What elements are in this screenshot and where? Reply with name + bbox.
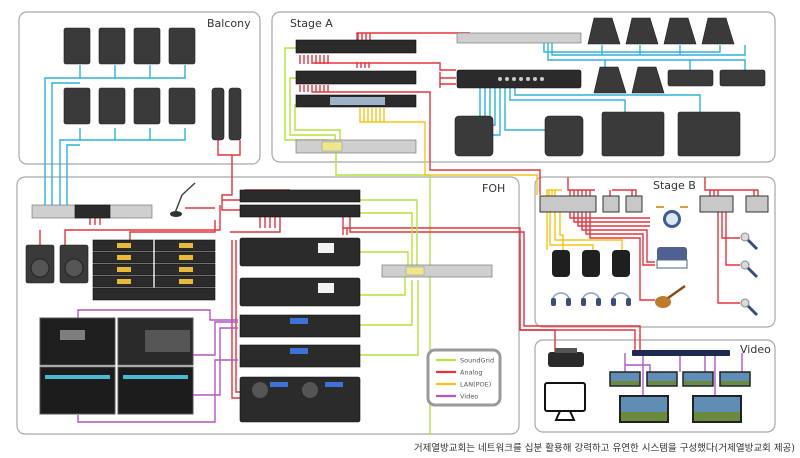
dual-cd-player	[239, 376, 361, 423]
computer-rack	[239, 344, 361, 368]
receiver-display	[117, 267, 131, 272]
power-amplifier	[456, 32, 582, 44]
speaker-cabinet	[98, 27, 126, 65]
piano-icon	[656, 247, 688, 269]
cables-video	[624, 353, 743, 400]
balcony-column-speakers	[211, 87, 242, 141]
legend-label: Video	[460, 393, 478, 401]
speaker-cabinet	[98, 87, 126, 125]
column-speaker	[228, 87, 242, 141]
switch-ports	[321, 141, 343, 152]
speaker-cabinet	[63, 87, 91, 125]
microphone-icon	[740, 232, 750, 242]
receiver-display	[179, 243, 193, 248]
cables-stage-b	[546, 177, 759, 304]
mixer-screens	[39, 317, 194, 415]
floor-monitor	[701, 17, 735, 45]
foh-devices	[25, 182, 493, 423]
cables-speaker-balcony	[44, 65, 186, 215]
speaker-cabinet	[133, 87, 161, 125]
stage-a-speakers	[454, 17, 766, 157]
legend-label: Analog	[460, 369, 482, 377]
stage-box-small	[745, 195, 769, 213]
receiver-display	[117, 255, 131, 260]
io-rack	[295, 70, 417, 85]
zone-label-stage-a: Stage A	[290, 17, 333, 30]
floor-monitor	[593, 66, 627, 94]
subwoofer	[454, 115, 494, 157]
receiver-display	[117, 243, 131, 248]
rack-label	[318, 243, 334, 253]
rack-label	[318, 283, 334, 293]
speaker-cabinet	[168, 27, 196, 65]
speaker-cabinet	[133, 27, 161, 65]
side-monitor	[667, 69, 714, 87]
microphone-icon	[740, 260, 750, 270]
legend-frame	[426, 348, 502, 407]
zone-stage-b	[534, 176, 776, 328]
microphone-icon	[740, 298, 750, 308]
stage-box-small	[602, 195, 620, 213]
speaker-cabinet	[63, 27, 91, 65]
stage-b-devices	[539, 195, 769, 317]
network-switch	[381, 264, 493, 278]
personal-mixer	[582, 250, 600, 277]
floor-monitor	[587, 17, 621, 45]
video-matrix	[632, 350, 730, 356]
speaker-cabinet	[168, 87, 196, 125]
computer-rack	[239, 314, 361, 338]
video-switcher	[548, 352, 584, 367]
floor-monitor	[631, 66, 665, 94]
mic-base	[170, 211, 182, 217]
server-rack	[239, 277, 361, 307]
receiver-display	[179, 255, 193, 260]
io-rack	[239, 189, 361, 203]
receiver-display	[117, 279, 131, 284]
receiver-display	[179, 267, 193, 272]
io-rack	[239, 204, 361, 218]
guitar-icon	[655, 284, 686, 308]
floor-monitor	[625, 17, 659, 45]
subwoofer	[544, 115, 584, 157]
drum-kit-icon	[656, 206, 688, 228]
stage-a-racks	[295, 32, 582, 154]
cables-stage-a	[284, 32, 541, 435]
side-monitor	[719, 69, 766, 87]
zone-label-foh: FOH	[482, 182, 505, 195]
gooseneck-mic	[174, 182, 196, 214]
amplifier-rack-panel	[74, 204, 111, 219]
receiver-display	[179, 279, 193, 284]
stage-box	[699, 195, 734, 213]
stage-box	[539, 195, 597, 213]
floor-monitor	[663, 17, 697, 45]
stage-box-small	[625, 195, 643, 213]
zone-label-stage-b: Stage B	[653, 179, 696, 192]
server-rack	[239, 237, 361, 267]
legend-label: SoundGrid	[460, 357, 494, 365]
column-speaker	[211, 87, 225, 141]
personal-mixer	[552, 250, 570, 277]
subwoofer-large	[677, 111, 741, 157]
antenna-distributor	[92, 287, 216, 301]
legend-label: LAN(POE)	[460, 381, 491, 389]
balcony-speakers	[63, 27, 196, 125]
computer-monitor-icon	[544, 382, 586, 412]
figure-caption: 거제열방교회는 네트워크를 십분 활용해 강력하고 유연한 시스템을 구성했다(…	[413, 443, 795, 454]
rack-panel	[330, 97, 385, 105]
zone-label-balcony: Balcony	[207, 17, 251, 30]
cable-analog-column	[217, 140, 241, 185]
cables-foh	[39, 185, 641, 423]
io-rack	[295, 39, 417, 54]
subwoofer-large	[601, 111, 665, 157]
network-switch	[295, 139, 417, 154]
zone-label-video: Video	[740, 343, 771, 356]
video-devices	[544, 348, 751, 423]
cables-speaker-stage-a	[475, 40, 746, 136]
personal-mixer	[612, 250, 630, 277]
